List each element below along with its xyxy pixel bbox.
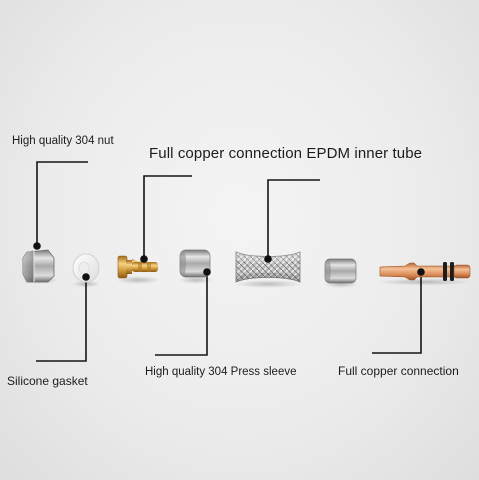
silicone-gasket-icon (72, 253, 100, 288)
leader-lines (36, 161, 422, 362)
leader-line-connection (372, 272, 422, 354)
dot-hose (264, 255, 272, 263)
leader-line-sleeve (155, 273, 208, 356)
brass-insert-icon (116, 255, 160, 284)
leader-dots (33, 242, 425, 281)
dot-nut (33, 242, 41, 250)
label-304-nut: High quality 304 nut (12, 135, 114, 147)
label-press-sleeve: High quality 304 Press sleeve (145, 366, 297, 378)
leader-line-tube-a (143, 175, 192, 258)
dot-sleeve (203, 268, 211, 276)
leader-line-nut (36, 161, 88, 245)
press-sleeve-icon (179, 249, 213, 284)
leader-line-gasket (36, 278, 87, 362)
label-silicone-gasket: Silicone gasket (7, 374, 88, 388)
label-copper-connection: Full copper connection (338, 364, 459, 378)
leader-line-tube-b (267, 179, 320, 258)
dot-brass (140, 255, 148, 263)
label-epdm-inner-tube: Full copper connection EPDM inner tube (149, 145, 423, 162)
nut-304-icon (22, 249, 58, 284)
dot-gasket (82, 273, 90, 281)
press-sleeve-2-icon (324, 258, 358, 288)
dot-connection (417, 268, 425, 276)
